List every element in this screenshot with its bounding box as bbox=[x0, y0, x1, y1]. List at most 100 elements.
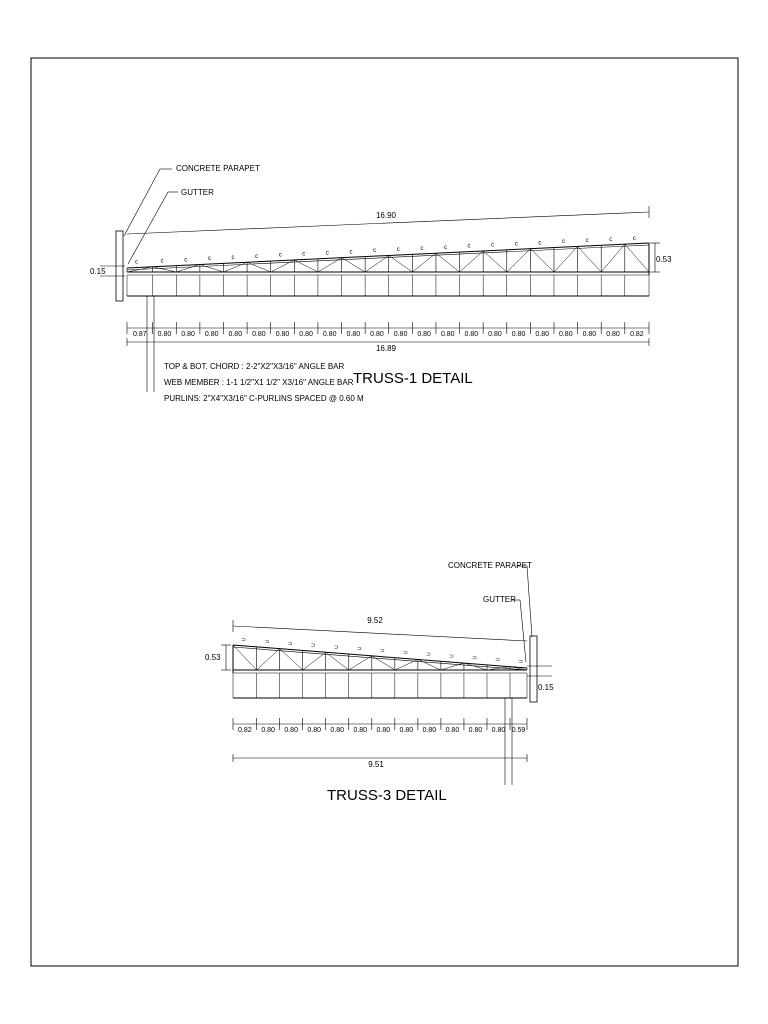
truss-3-bottom-length: 9.51 bbox=[368, 760, 384, 769]
truss-1-diagonal bbox=[270, 259, 295, 273]
truss-3-diagonal bbox=[486, 666, 511, 671]
truss-3-span-label: 0.80 bbox=[492, 727, 506, 734]
truss-1-note-purlins: PURLINS: 2"X4"X3/16" C-PURLINS SPACED @ … bbox=[164, 394, 364, 403]
truss-1-top-chord-inner bbox=[126, 244, 650, 271]
truss-1-purlin-mark: c bbox=[491, 243, 494, 249]
truss-1-span-label: 0.80 bbox=[583, 331, 597, 338]
truss-3-diagonal bbox=[371, 655, 395, 671]
truss-1-purlin-mark: c bbox=[609, 237, 612, 243]
truss-1-diagonal bbox=[223, 262, 248, 273]
truss-3-span-label: 0.80 bbox=[307, 727, 321, 734]
truss-1-top-length: 16.90 bbox=[376, 211, 397, 220]
truss-3-diagonal bbox=[394, 659, 418, 671]
truss-3-top-chord bbox=[232, 644, 528, 669]
truss-1-purlin-mark: c bbox=[444, 245, 447, 251]
truss-3-purlin-mark: ⊃ bbox=[357, 647, 362, 653]
truss-3-purlin-mark: ⊃ bbox=[472, 656, 477, 662]
truss-3-diagonal bbox=[348, 655, 372, 671]
truss-1-span-label: 0.80 bbox=[347, 331, 361, 338]
truss-3-span-label: 0.80 bbox=[376, 727, 390, 734]
truss-1-span-label: 0.80 bbox=[465, 331, 479, 338]
truss-1-parapet-offset: 0.15 bbox=[90, 267, 106, 276]
truss-1-span-label: 0.80 bbox=[535, 331, 549, 338]
truss-1-purlin-mark: c bbox=[515, 241, 518, 247]
truss-1-diagonal bbox=[459, 250, 484, 273]
truss-1-note-web: WEB MEMBER : 1-1 1/2"X1 1/2" X3/16" ANGL… bbox=[164, 378, 354, 387]
truss-1-gutter-leader bbox=[127, 191, 169, 265]
truss-1-purlin-mark: c bbox=[135, 260, 138, 266]
truss-1-diagonal bbox=[412, 253, 437, 273]
truss-3-top-length: 9.52 bbox=[367, 616, 383, 625]
truss-3-diagonal bbox=[440, 662, 465, 671]
truss-1-span-label: 0.80 bbox=[606, 331, 620, 338]
truss-3-diagonal bbox=[417, 659, 442, 671]
truss-3-title: TRUSS-3 DETAIL bbox=[327, 787, 447, 804]
truss-1-span-label: 0.80 bbox=[276, 331, 290, 338]
truss-1-diagonal bbox=[199, 264, 224, 273]
truss-3-span-label: 0.80 bbox=[330, 727, 344, 734]
truss-1-top-chord bbox=[126, 242, 650, 269]
truss-3-span-label: 0.80 bbox=[423, 727, 437, 734]
truss-1-purlin-mark: c bbox=[161, 258, 164, 264]
truss-1-purlin-mark: c bbox=[468, 244, 471, 250]
truss-1-note-chord: TOP & BOT. CHORD : 2-2"X2"X3/16" ANGLE B… bbox=[164, 362, 345, 371]
truss-1-purlin-mark: c bbox=[633, 236, 636, 242]
truss-3-gutter-leader bbox=[519, 599, 527, 663]
truss-1-diagonal bbox=[530, 248, 555, 273]
truss-1-span-label: 0.80 bbox=[370, 331, 384, 338]
truss-1-parapet-callout: CONCRETE PARAPET bbox=[176, 164, 260, 173]
truss-1-purlin-mark: c bbox=[350, 249, 353, 255]
truss-3-span-label: 0.80 bbox=[353, 727, 367, 734]
truss-1-span-label: 0.80 bbox=[512, 331, 526, 338]
truss-3-span-label: 0.80 bbox=[400, 727, 414, 734]
truss-3-purlin-mark: ⊃ bbox=[241, 638, 246, 644]
truss-1-purlin-mark: c bbox=[255, 254, 258, 260]
truss-3-parapet-offset: 0.15 bbox=[538, 683, 554, 692]
truss-3-parapet-leader bbox=[526, 565, 533, 638]
truss-1-bottom-length: 16.89 bbox=[376, 344, 397, 353]
truss-1-purlin-mark: c bbox=[184, 257, 187, 263]
truss-1-diagonal bbox=[247, 262, 271, 273]
truss-1-span-label: 0.80 bbox=[181, 331, 195, 338]
truss-1-span-label: 0.87 bbox=[133, 331, 147, 338]
truss-3-diagonal bbox=[256, 648, 280, 671]
truss-1-height: 0.53 bbox=[656, 255, 672, 264]
truss-3-purlin-mark: ⊃ bbox=[495, 657, 500, 663]
truss-1-span-labels: 0.87 0.80 0.80 0.80 0.80 0.80 0.80 0.80 0.80 0.80… bbox=[133, 331, 644, 338]
truss-1-span-label: 0.80 bbox=[299, 331, 313, 338]
truss-1-diagonal bbox=[553, 246, 578, 273]
truss-3-parapet-callout: CONCRETE PARAPET bbox=[448, 561, 532, 570]
truss-3-height: 0.53 bbox=[205, 653, 221, 662]
truss-1-diagonal bbox=[152, 266, 177, 273]
truss-3-diagonal bbox=[232, 644, 257, 671]
truss-3-span-label: 0.80 bbox=[446, 727, 460, 734]
truss-1-diagonal bbox=[294, 259, 319, 273]
truss-1-purlin-mark: c bbox=[397, 247, 400, 253]
truss-1-span-label: 0.80 bbox=[488, 331, 502, 338]
truss-1-diagonal bbox=[126, 266, 153, 273]
truss-3-purlin-mark: ⊃ bbox=[426, 652, 431, 658]
truss-1-purlin-mark: c bbox=[373, 248, 376, 254]
truss-1-span-label: 0.82 bbox=[630, 331, 644, 338]
truss-3-purlin-mark: ⊃ bbox=[288, 641, 293, 647]
truss-3-span-label: 0.80 bbox=[284, 727, 298, 734]
truss-3-span-label: 0.82 bbox=[238, 727, 252, 734]
truss-1-diagonal bbox=[364, 255, 389, 273]
truss-3-parapet bbox=[529, 635, 538, 703]
sheet-border bbox=[30, 57, 739, 967]
truss-3-purlin-mark: ⊃ bbox=[518, 659, 523, 665]
truss-1-diagonal bbox=[388, 255, 413, 273]
truss-1-purlin-mark: c bbox=[562, 239, 565, 245]
truss-3-gutter-callout: GUTTER bbox=[483, 595, 516, 604]
truss-1-span-label: 0.80 bbox=[394, 331, 408, 338]
truss-1-diagonal bbox=[506, 248, 531, 273]
truss-1-span-label: 0.80 bbox=[205, 331, 219, 338]
truss-3-diagonal bbox=[279, 648, 303, 671]
truss-1-purlin-mark: c bbox=[586, 238, 589, 244]
truss-1-span-label: 0.80 bbox=[252, 331, 266, 338]
truss-3-span-label: 0.80 bbox=[469, 727, 483, 734]
truss-1-span-label: 0.80 bbox=[228, 331, 242, 338]
